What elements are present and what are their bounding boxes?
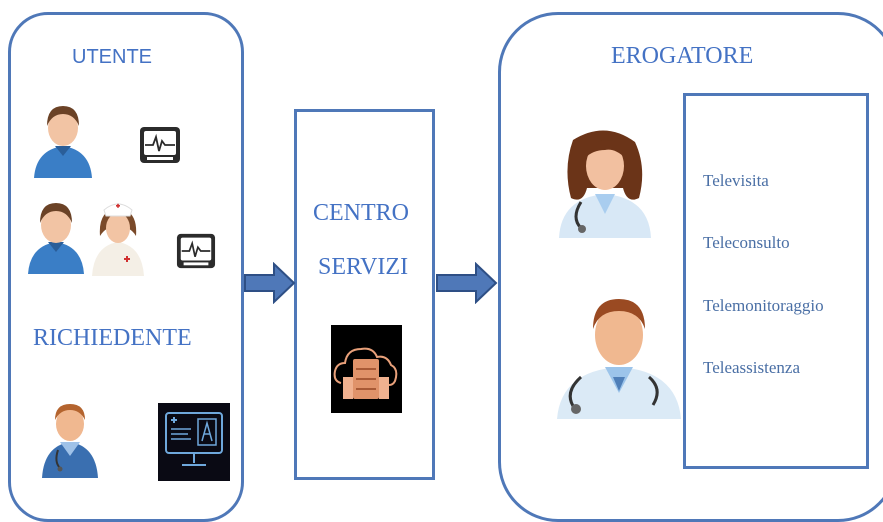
- requesting-doctor-icon: [42, 404, 98, 478]
- patient-user-icon: [34, 106, 92, 178]
- centro-label: CENTRO: [313, 200, 409, 226]
- service-televisita: Televisita: [703, 171, 769, 190]
- arrow-right-icon: [244, 262, 296, 304]
- male-doctor-icon: [557, 299, 681, 419]
- cloud-server-icon: [331, 325, 402, 413]
- patient-user-icon-2: [28, 203, 84, 274]
- female-doctor-icon: [559, 130, 651, 238]
- monitor-icon-2: [176, 233, 216, 269]
- service-teleconsulto: Teleconsulto: [703, 233, 790, 252]
- services-panel: [683, 93, 869, 469]
- service-telemonitoraggio: Telemonitoraggio: [703, 296, 824, 315]
- service-teleassistenza: Teleassistenza: [703, 358, 800, 377]
- monitor-icon: [140, 127, 180, 163]
- centro-servizi-panel: [294, 109, 435, 480]
- richiedente-label: RICHIEDENTE: [33, 325, 192, 351]
- erogatore-label: EROGATORE: [611, 43, 754, 69]
- arrow-right-icon-2: [436, 262, 498, 304]
- digital-medical-screen-icon: [158, 403, 230, 481]
- servizi-label: SERVIZI: [318, 254, 409, 280]
- nurse-icon: [92, 203, 144, 276]
- utente-label: UTENTE: [72, 46, 152, 68]
